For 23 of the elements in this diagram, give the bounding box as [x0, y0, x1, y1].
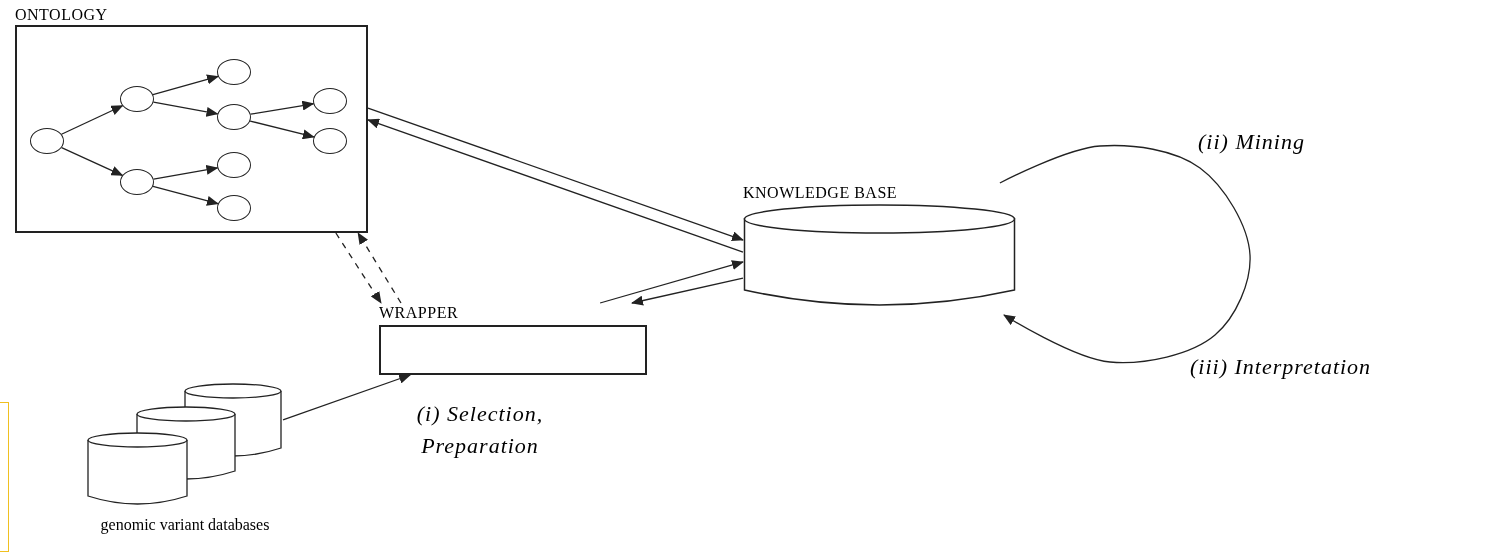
dashed-arrow — [335, 232, 382, 304]
dashed-arrow — [357, 232, 402, 304]
arrow — [249, 100, 315, 115]
loop-arrow — [999, 144, 1251, 364]
arrow — [599, 260, 744, 304]
arrow — [367, 107, 744, 242]
arrow — [152, 164, 219, 180]
heading-label: WRAPPER — [379, 303, 459, 323]
arrow — [152, 185, 219, 206]
stage-label: (ii) Mining — [1198, 128, 1306, 156]
arrow — [282, 373, 412, 421]
arrow — [249, 120, 315, 140]
arrow — [60, 147, 124, 176]
arrow — [152, 101, 219, 117]
arrow — [631, 277, 744, 306]
caption-label: genomic variant databases — [99, 515, 271, 536]
heading-label: KNOWLEDGE BASE — [743, 183, 898, 203]
arrow — [60, 105, 124, 135]
arrow — [367, 118, 744, 253]
heading-label: ONTOLOGY — [15, 5, 108, 25]
arrow — [152, 74, 219, 96]
stage-label: (i) Selection, Preparation — [415, 400, 545, 460]
stage-label: (iii) Interpretation — [1190, 353, 1373, 381]
